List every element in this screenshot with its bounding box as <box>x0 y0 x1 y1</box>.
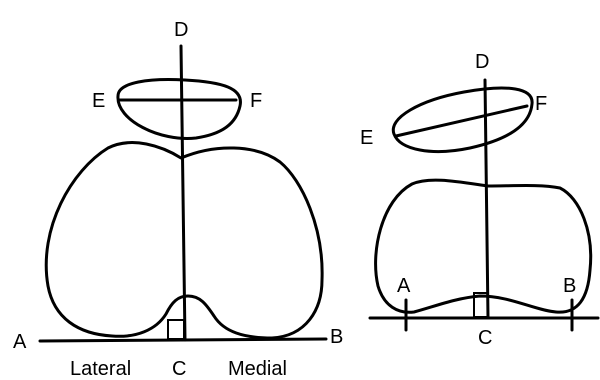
right-label-d: D <box>475 51 489 73</box>
left-label-medial: Medial <box>228 358 287 380</box>
left-figure: D E F A B C Lateral Medial <box>13 19 343 380</box>
left-label-a: A <box>13 331 27 353</box>
right-label-f: F <box>535 93 547 115</box>
left-line-dc <box>179 44 187 342</box>
left-label-b: B <box>330 326 343 348</box>
right-label-a: A <box>397 275 411 297</box>
left-label-f: F <box>250 90 262 112</box>
left-patella-outline <box>116 78 242 140</box>
right-label-b: B <box>563 275 576 297</box>
left-label-d: D <box>174 19 188 41</box>
left-femur-outline <box>44 141 324 340</box>
right-femur-outline <box>374 178 593 314</box>
left-right-angle-marker <box>167 319 185 340</box>
right-patella-outline <box>391 86 534 154</box>
right-figure: D E F A B C <box>360 51 600 349</box>
left-label-e: E <box>92 90 105 112</box>
right-label-c: C <box>478 327 492 349</box>
right-line-dc <box>483 78 490 320</box>
left-label-c: C <box>172 358 186 380</box>
right-label-e: E <box>360 127 373 149</box>
right-right-angle-marker <box>473 292 489 318</box>
left-label-lateral: Lateral <box>70 358 131 380</box>
right-line-ef <box>394 104 529 138</box>
